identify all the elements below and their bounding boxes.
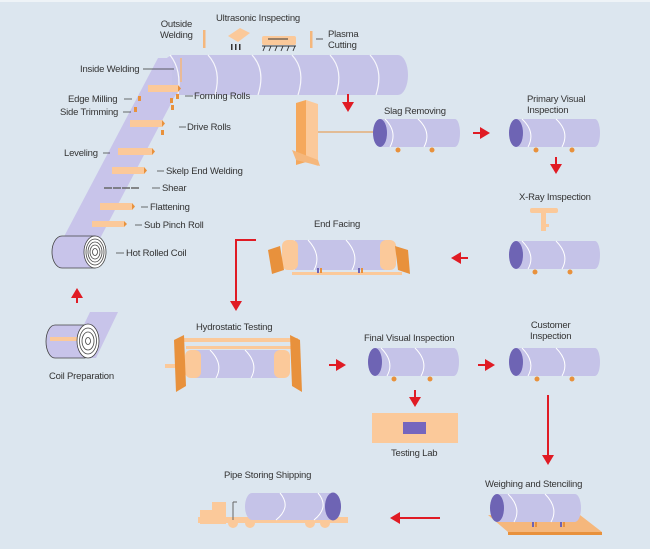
- label-plasma-cutting-line1: Plasma: [328, 29, 359, 40]
- customer-inspection-pipe: [509, 347, 600, 382]
- label-hot-rolled-coil: Hot Rolled Coil: [126, 248, 187, 259]
- slag-pipe: [373, 118, 460, 153]
- label-plasma-cutting-line2: Cutting: [328, 40, 357, 51]
- slag-removing-station: [292, 100, 380, 166]
- label-shear: Shear: [162, 183, 187, 194]
- shipping-pipe: [245, 492, 341, 521]
- hydrostatic-testing-station: [165, 335, 302, 392]
- label-ultrasonic-inspecting: Ultrasonic Inspecting: [216, 13, 300, 24]
- label-outside-welding-line1: Outside: [160, 19, 193, 30]
- label-xray-inspection: X-Ray Imspection: [519, 192, 591, 203]
- leader-lines: [103, 68, 193, 254]
- label-flattening: Flattening: [150, 202, 190, 213]
- label-skelp-end-welding: Skelp End Welding: [166, 166, 243, 177]
- xray-head-icon: [530, 208, 558, 231]
- label-leveling: Leveling: [64, 148, 98, 159]
- label-weighing-stenciling: Weighing and Stenciling: [485, 479, 583, 490]
- hot-rolled-coil-icon: [51, 235, 107, 269]
- xray-pipe: [509, 240, 600, 275]
- label-coil-preparation: Coil Preparation: [49, 371, 114, 382]
- main-spiral-pipe: [158, 54, 408, 96]
- label-sub-pinch-roll: Sub Pinch Roll: [144, 220, 204, 231]
- ultrasonic-scanner-icon: [262, 36, 296, 52]
- label-drive-rolls: Drive Rolls: [187, 122, 231, 133]
- weighing-stenciling-station: [488, 493, 602, 535]
- label-primary-visual-inspection: Primary Visual Inspection: [527, 94, 585, 116]
- label-slag-removing: Slag Removing: [384, 106, 446, 117]
- label-end-facing: End Facing: [314, 219, 361, 230]
- testing-lab-icon: [372, 413, 458, 443]
- coil-preparation-icon: [45, 312, 118, 359]
- primary-visual-pipe: [509, 118, 600, 153]
- arrow-endfacing-to-hydro: [230, 239, 256, 311]
- ultrasonic-probe-icon: [228, 28, 250, 50]
- end-facing-station: [268, 239, 410, 275]
- label-testing-lab: Testing Lab: [391, 448, 438, 459]
- plasma-cutter: [310, 31, 323, 48]
- label-outside-welding: Outside Welding: [160, 19, 193, 41]
- label-customer-line1: Customer: [530, 320, 571, 331]
- label-customer-inspection: Customer Inspection: [530, 320, 572, 342]
- label-customer-line2: Inspection: [530, 331, 572, 342]
- label-outside-welding-line2: Welding: [160, 30, 193, 41]
- label-primary-visual-line2: Inspection: [527, 105, 569, 116]
- forming-rollers: [92, 85, 181, 227]
- label-plasma-cutting: Plasma Cutting: [328, 29, 359, 51]
- label-forming-rolls: Forming Rolls: [194, 91, 250, 102]
- label-edge-milling: Edge Milling: [68, 94, 118, 105]
- label-primary-visual-line1: Primary Visual: [527, 94, 586, 105]
- top-border: [0, 0, 650, 2]
- label-inside-welding: Inside Welding: [80, 64, 140, 75]
- label-side-trimming: Side Trimming: [60, 107, 119, 118]
- label-pipe-storing-shipping: Pipe Storing Shipping: [224, 470, 312, 481]
- outside-welding-torch: [203, 30, 206, 48]
- label-hydrostatic-testing: Hydrostatic Testing: [196, 322, 273, 333]
- flow-arrows: [71, 94, 562, 524]
- final-visual-pipe: [368, 347, 459, 382]
- label-final-visual-inspection: Final Visual Inspection: [364, 333, 455, 344]
